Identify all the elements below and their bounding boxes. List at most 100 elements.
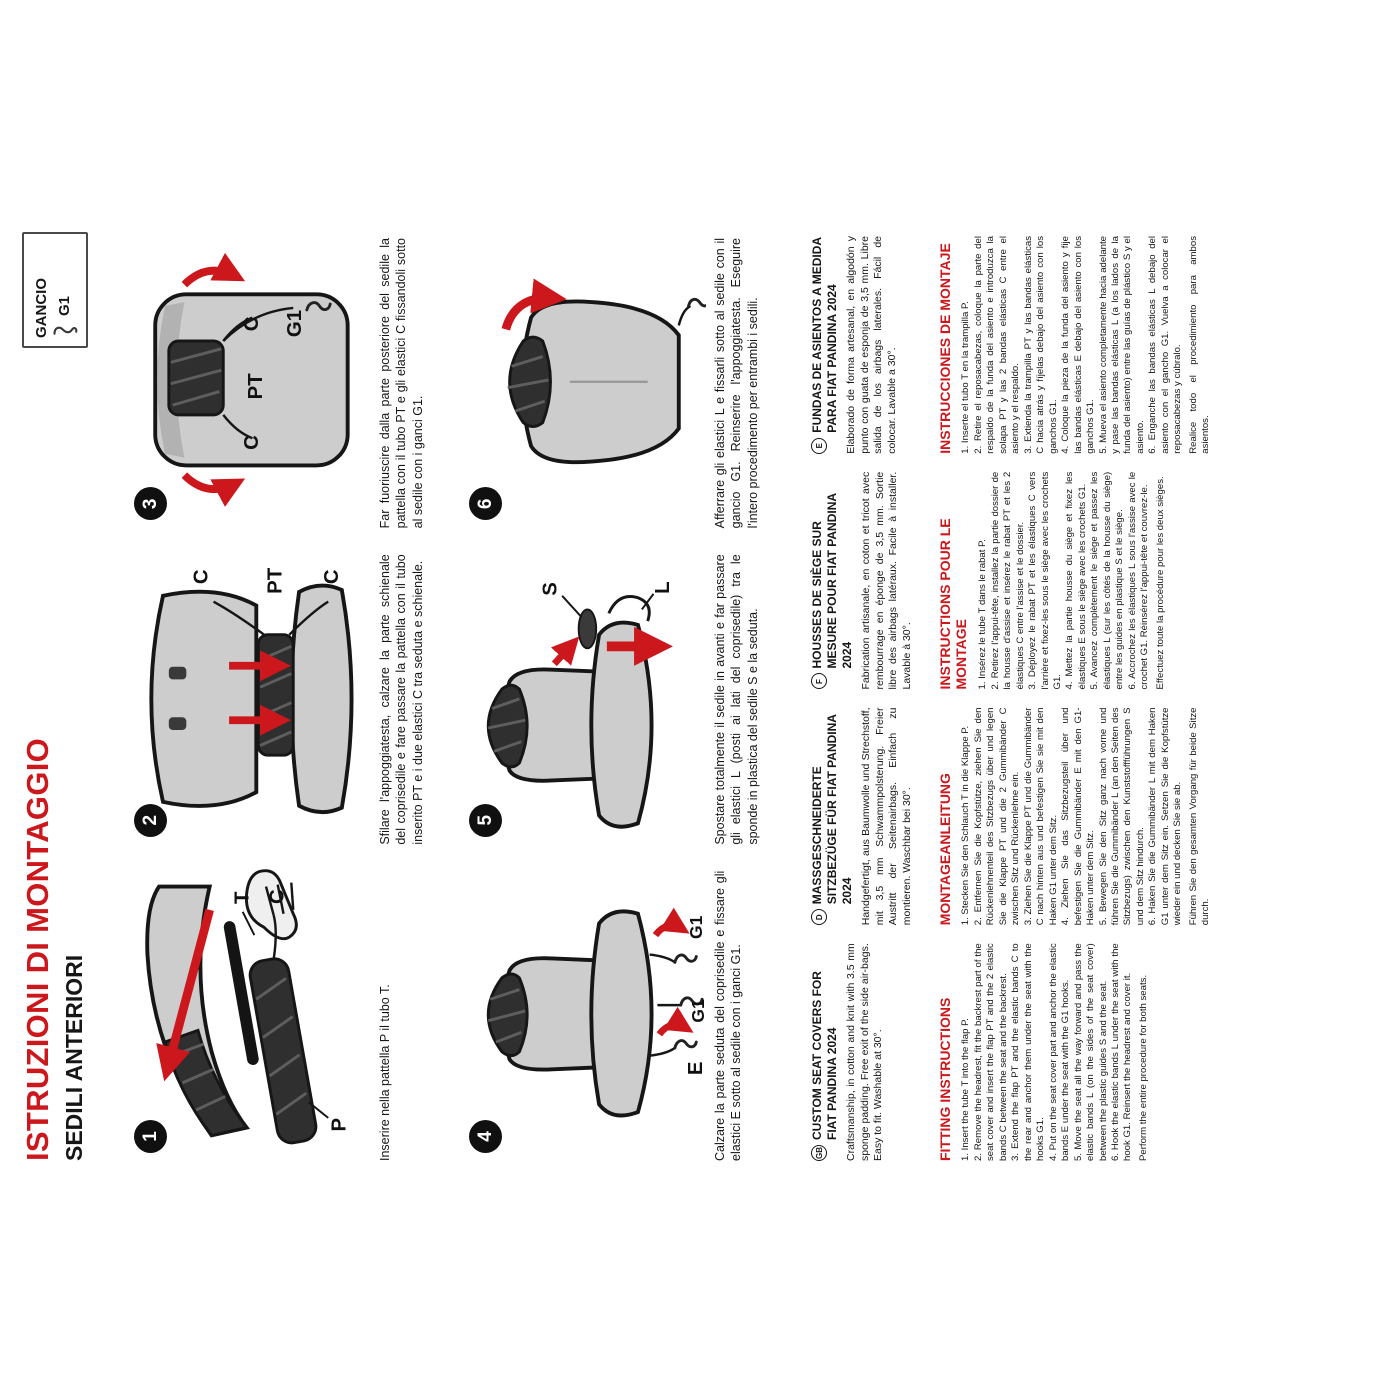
red-arrow — [181, 253, 246, 288]
instructions-heading: MONTAGEANLEITUNG — [936, 773, 953, 926]
part-label: T — [232, 891, 254, 904]
diagram-side-elastics: S L — [486, 581, 674, 829]
language-badge: GB — [811, 1145, 827, 1161]
hook-icon — [305, 301, 332, 312]
instruction-column-gb: FITTING INSTRUCTIONS 1. Insert the tube … — [937, 943, 1213, 1161]
headrest-covered — [507, 336, 552, 429]
step-panel-3: 3 C — [128, 236, 461, 528]
page-subtitle: SEDILI ANTERIORI — [61, 954, 87, 1161]
intro-title: CUSTOM SEAT COVERS FOR FIAT PANDINA 2024 — [810, 971, 839, 1140]
language-badge: D — [811, 909, 827, 926]
hook-icon — [673, 1039, 698, 1050]
hook-icon — [687, 298, 706, 308]
part-label: G1 — [686, 915, 706, 939]
language-intro-es: E FUNDAS DE ASIENTOS A MEDIDA PARA FIAT … — [810, 236, 915, 454]
step-caption: Far fuoriuscire dalla parte posteriore d… — [378, 238, 425, 529]
instruction-steps: 1. Insert the tube T into the flap P. 2.… — [960, 943, 1134, 1161]
red-arrow — [501, 278, 567, 332]
instruction-column-de: MONTAGEANLEITUNG 1. Stecken Sie den Schl… — [937, 708, 1213, 926]
hook-icon — [673, 953, 698, 964]
part-label: S — [539, 582, 561, 596]
instruction-footer: Realice todo el procedimiento para ambos… — [1187, 236, 1212, 454]
step-caption: Inserire nella pattella P il tubo T. — [378, 984, 392, 1161]
seatback-rear — [153, 292, 350, 468]
tube-t — [223, 921, 259, 1065]
flap-p — [223, 921, 318, 1145]
intro-body: Elaborado de forma artesanal, en algodón… — [845, 236, 898, 454]
step-caption: Calzare la parte seduta del coprisedile … — [713, 870, 744, 1161]
red-arrow — [652, 907, 690, 938]
instruction-footer: Perform the entire procedure for both se… — [1137, 974, 1149, 1161]
part-label: G1 — [284, 310, 306, 337]
intro-title: MASSGESCHNEIDERTE SITZBEZÜGE FÜR FIAT PA… — [810, 714, 854, 905]
diagram-finished-seat — [501, 278, 706, 465]
part-label: C — [191, 569, 213, 584]
hook-legend-code: G1 — [56, 295, 73, 316]
step-number-badge: 2 — [134, 803, 167, 837]
instruction-sheet: ISTRUZIONI DI MONTAGGIO SEDILI ANTERIORI… — [14, 226, 1384, 1171]
instruction-column-fr: INSTRUCTIONS POUR LE MONTAGE 1. Insérez … — [937, 472, 1213, 690]
part-label: C — [241, 435, 263, 450]
part-label: PT — [265, 567, 287, 594]
intro-title: HOUSSES DE SIÈGE SUR MESURE POUR FIAT PA… — [810, 493, 854, 669]
language-badge: E — [811, 437, 827, 454]
part-label: E — [685, 1061, 706, 1075]
instruction-footer: Effectuez toute la procédure pour les de… — [1154, 476, 1166, 690]
diagram-rear-flap: C PT C G1 — [153, 253, 350, 508]
step-panel-5: 5 S — [463, 552, 796, 845]
step-caption: Afferrare gli elastici L e fissarli sott… — [713, 238, 760, 529]
page-title: ISTRUZIONI DI MONTAGGIO — [20, 737, 55, 1161]
language-intro-gb: GB CUSTOM SEAT COVERS FOR FIAT PANDINA 2… — [810, 943, 915, 1161]
instruction-steps: 1. Insérez le tube T dans le rabat P. 2.… — [977, 471, 1151, 690]
red-arrow — [550, 636, 580, 666]
plastic-guide-s — [577, 608, 598, 649]
hook-legend-title: GANCIO — [32, 278, 50, 338]
headrest-covered — [486, 972, 529, 1058]
language-badge: F — [811, 673, 827, 690]
intro-title: FUNDAS DE ASIENTOS A MEDIDA PARA FIAT PA… — [810, 237, 839, 433]
elastic-l — [607, 594, 651, 622]
sheet-page: ISTRUZIONI DI MONTAGGIO SEDILI ANTERIORI… — [14, 226, 1384, 1171]
seat-cushion — [589, 620, 654, 829]
flap-pt — [256, 632, 295, 757]
diagram-fit-backrest: C PT C — [149, 567, 354, 814]
intro-body: Craftsmanship, in cotton and knit with 3… — [845, 943, 885, 1161]
instruction-footer: Führen Sie den gesamten Vorgang für beid… — [1187, 707, 1212, 926]
diagram-insert-tube: T C P — [145, 869, 351, 1145]
instructions-heading: INSTRUCCIONES DE MONTAJE — [936, 243, 953, 454]
instruction-row: FITTING INSTRUCTIONS 1. Insert the tube … — [937, 236, 1213, 1161]
step-panel-2: 2 — [128, 552, 461, 845]
red-arrow — [181, 472, 246, 508]
seat-cushion — [289, 583, 354, 814]
step-panel-6: 6 Afferrare gli elastici L e fissa — [463, 236, 796, 528]
part-label: P — [329, 1118, 351, 1132]
instruction-steps: 1. Stecken Sie den Schlauch T in die Kla… — [960, 707, 1184, 926]
instructions-heading: INSTRUCTIONS POUR LE MONTAGE — [936, 518, 970, 690]
part-label: C — [267, 889, 289, 904]
step-number-badge: 5 — [469, 803, 502, 837]
header: ISTRUZIONI DI MONTAGGIO SEDILI ANTERIORI… — [20, 226, 124, 1161]
part-label: G1 — [688, 999, 706, 1023]
diagram-grid: 1 — [128, 236, 796, 1161]
instructions-heading: FITTING INSTRUCTIONS — [936, 997, 953, 1161]
backrest — [149, 589, 259, 808]
seat-cushion — [589, 909, 654, 1118]
intro-body: Handgefertigt, aus Baumwolle und Strechs… — [860, 707, 913, 926]
language-intro-fr: F HOUSSES DE SIÈGE SUR MESURE POUR FIAT … — [810, 472, 915, 690]
flap-pt — [167, 339, 225, 417]
part-label: C — [321, 569, 343, 584]
diagram-seat-elastics: E G1 G1 — [486, 907, 706, 1118]
intro-body: Fabrication artisanale, en coton et tric… — [860, 471, 913, 690]
part-label: PT — [245, 373, 267, 400]
step-panel-4: 4 — [463, 869, 796, 1161]
instruction-column-es: INSTRUCCIONES DE MONTAJE 1. Inserte el t… — [937, 236, 1213, 454]
instruction-steps: 1. Inserte el tubo T en la trampilla P. … — [960, 236, 1184, 454]
red-arrow — [656, 1006, 694, 1037]
step-number-badge: 4 — [469, 1120, 502, 1153]
step-number-badge: 1 — [134, 1120, 167, 1153]
part-label: C — [241, 317, 263, 332]
step-panel-1: 1 — [128, 869, 461, 1161]
hook-legend-box: GANCIO G1 — [22, 232, 88, 348]
language-intro-de: D MASSGESCHNEIDERTE SITZBEZÜGE FÜR FIAT … — [810, 708, 915, 926]
part-label: L — [652, 581, 674, 593]
